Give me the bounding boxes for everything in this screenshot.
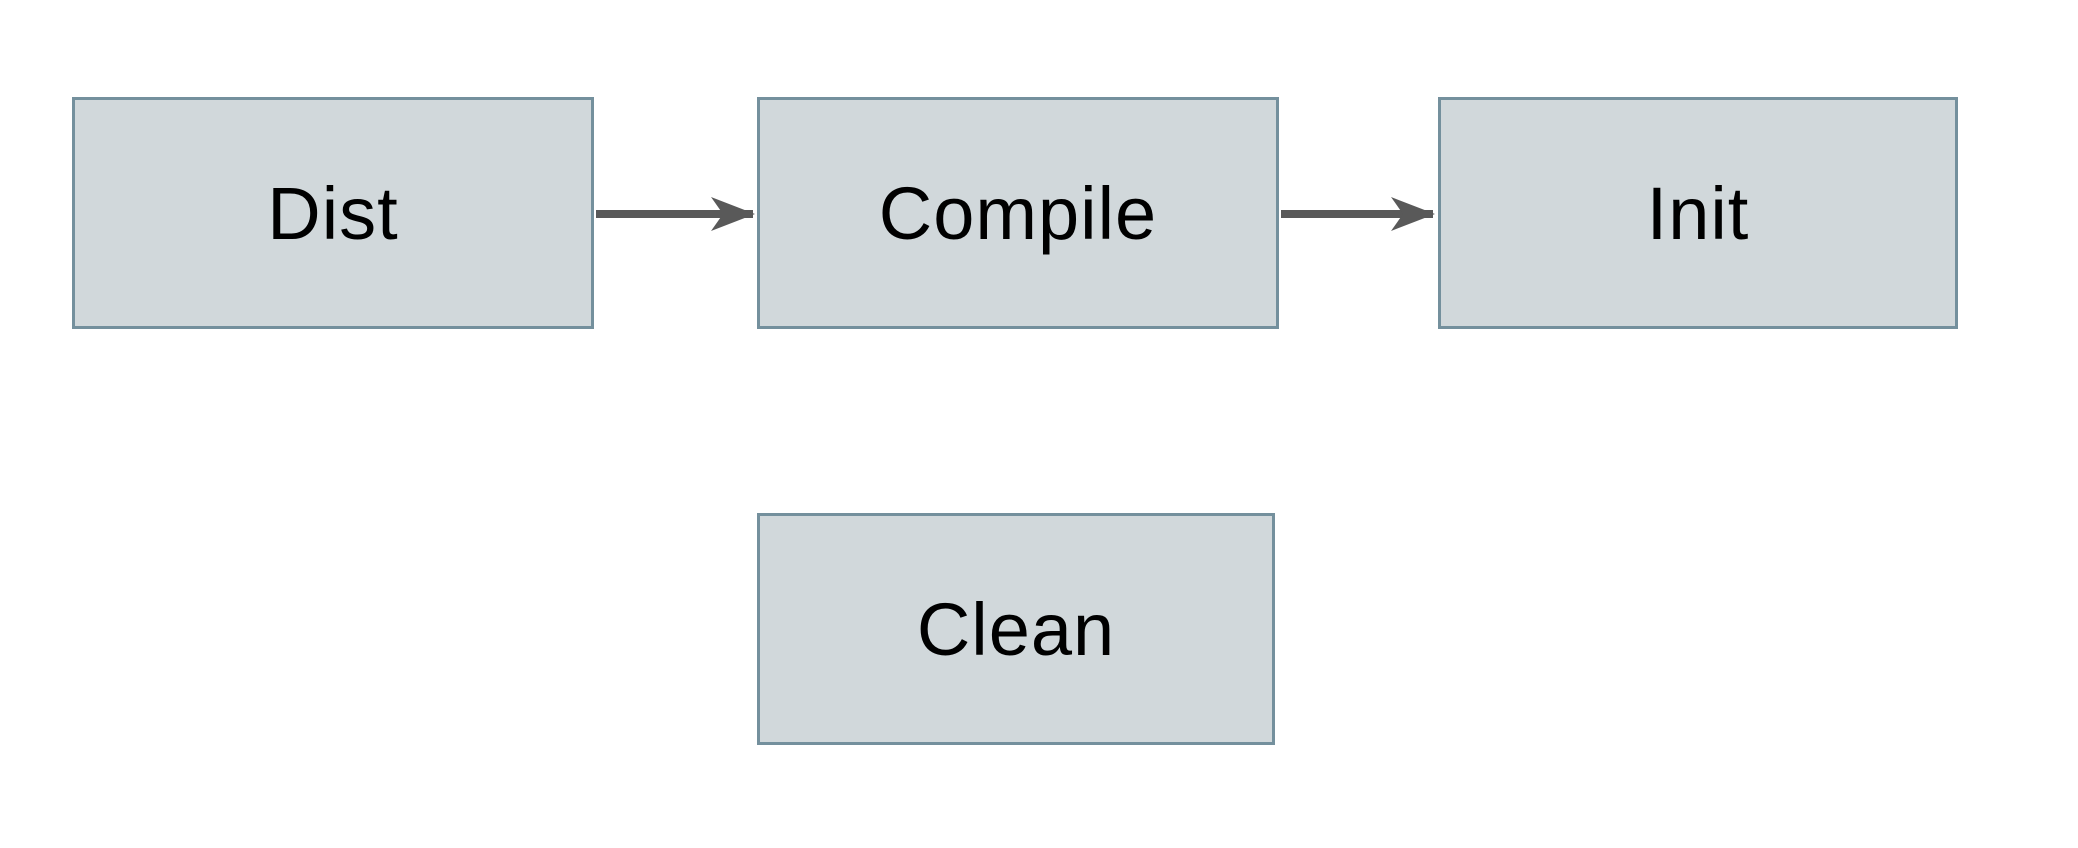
node-compile-label: Compile [878, 171, 1158, 255]
node-dist[interactable]: Dist [72, 97, 594, 329]
node-clean-label: Clean [916, 587, 1116, 671]
node-clean[interactable]: Clean [757, 513, 1275, 745]
node-compile[interactable]: Compile [757, 97, 1279, 329]
node-dist-label: Dist [267, 171, 399, 255]
node-init-label: Init [1646, 171, 1750, 255]
node-init[interactable]: Init [1438, 97, 1958, 329]
